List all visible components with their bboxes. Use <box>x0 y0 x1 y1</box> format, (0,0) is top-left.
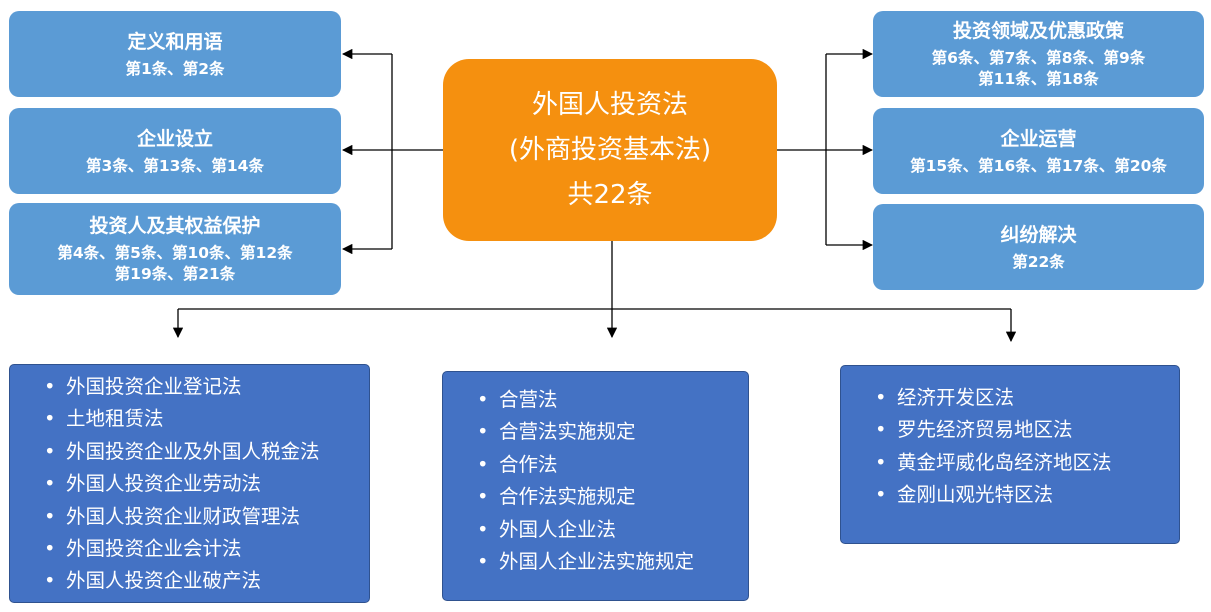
law-name: 黄金坪威化岛经济地区法 <box>897 450 1112 474</box>
bullet-icon: • <box>477 420 489 444</box>
law-name: 外国投资企业及外国人税金法 <box>66 439 320 463</box>
article-box-articles: 第6条、第7条、第8条、第9条 <box>931 49 1146 67</box>
law-name: 外国人投资企业破产法 <box>66 569 262 593</box>
article-box-articles: 第22条 <box>1012 252 1065 271</box>
bullet-icon: • <box>44 375 56 398</box>
law-list: • 经济开发区法 • 罗先经济贸易地区法 • 黄金坪威化岛经济地区法 • 金刚山观光特区… <box>841 382 1179 512</box>
law-name: 外国投资企业会计法 <box>66 537 242 561</box>
article-box-articles: 第15条、第16条、第17条、第20条 <box>910 156 1167 175</box>
law-name: 外国人企业法实施规定 <box>499 550 695 574</box>
article-box-title: 企业设立 <box>136 127 213 150</box>
law-name: 外国人企业法 <box>499 517 617 541</box>
article-box-operation: 企业运营 第15条、第16条、第17条、第20条 <box>873 108 1204 194</box>
article-box-articles: 第11条、第18条 <box>978 70 1099 88</box>
article-box-title: 纠纷解决 <box>1000 223 1077 246</box>
law-name: 金刚山观光特区法 <box>897 483 1054 507</box>
law-name: 外国人投资企业财政管理法 <box>66 504 301 528</box>
center-subtitle: (外商投资基本法) <box>508 134 712 165</box>
law-name: 土地租赁法 <box>66 407 164 431</box>
law-name: 合作法 <box>499 452 558 476</box>
bullet-icon: • <box>44 472 56 496</box>
list-item: • 外国投资企业会计法 <box>10 533 369 565</box>
article-box-title: 投资人及其权益保护 <box>89 215 261 237</box>
law-name: 外国投资企业登记法 <box>66 375 242 398</box>
list-item: • 外国投资企业及外国人税金法 <box>10 436 369 468</box>
bullet-icon: • <box>477 452 489 476</box>
law-name: 罗先经济贸易地区法 <box>897 418 1073 442</box>
law-list-box-special-zones: • 经济开发区法 • 罗先经济贸易地区法 • 黄金坪威化岛经济地区法 • 金刚山观光特区… <box>840 365 1180 544</box>
bullet-icon: • <box>44 407 56 431</box>
article-box-disputes: 纠纷解决 第22条 <box>873 204 1204 290</box>
bullet-icon: • <box>477 485 489 509</box>
law-list: • 外国投资企业登记法 • 土地租赁法 • 外国投资企业及外国人税金法 • 外国人投资企… <box>10 371 369 598</box>
list-item: • 外国人企业法实施规定 <box>443 546 748 578</box>
list-item: • 金刚山观光特区法 <box>841 479 1179 511</box>
law-name: 合营法 <box>499 388 558 411</box>
list-item: • 合营法实施规定 <box>443 416 748 448</box>
list-item: • 合作法实施规定 <box>443 481 748 513</box>
law-name: 经济开发区法 <box>897 386 1015 409</box>
bullet-icon: • <box>477 550 489 574</box>
bullet-icon: • <box>44 537 56 561</box>
law-name: 外国人投资企业劳动法 <box>66 472 262 496</box>
article-box-title: 投资领域及优惠政策 <box>952 20 1124 42</box>
center-title: 外国人投资法 <box>531 89 688 120</box>
article-box-investor-protection: 投资人及其权益保护 第4条、第5条、第10条、第12条 第19条、第21条 <box>9 203 341 295</box>
bullet-icon: • <box>875 418 887 442</box>
law-list-box-foreign-investment: • 外国投资企业登记法 • 土地租赁法 • 外国投资企业及外国人税金法 • 外国人投资企… <box>9 364 370 603</box>
list-item: • 外国人投资企业破产法 <box>10 565 369 597</box>
bullet-icon: • <box>477 388 489 411</box>
bullet-icon: • <box>875 483 887 507</box>
article-box-title: 定义和用语 <box>127 30 223 53</box>
article-box-articles: 第19条、第21条 <box>114 265 236 283</box>
center-article-count: 共22条 <box>567 179 653 210</box>
law-list-box-enterprise-forms: • 合营法 • 合营法实施规定 • 合作法 • 合作法实施规定 • 外国人企业法 • 外国人… <box>442 371 749 601</box>
list-item: • 合营法 <box>443 384 748 416</box>
bullet-icon: • <box>44 439 56 463</box>
list-item: • 外国人投资企业财政管理法 <box>10 501 369 533</box>
article-box-articles: 第3条、第13条、第14条 <box>86 156 264 175</box>
law-list: • 合营法 • 合营法实施规定 • 合作法 • 合作法实施规定 • 外国人企业法 • 外国人… <box>443 384 748 578</box>
list-item: • 合作法 <box>443 449 748 481</box>
list-item: • 外国人企业法 <box>443 514 748 546</box>
list-item: • 外国人投资企业劳动法 <box>10 468 369 500</box>
article-box-investment-fields: 投资领域及优惠政策 第6条、第7条、第8条、第9条 第11条、第18条 <box>873 11 1204 97</box>
article-box-articles: 第1条、第2条 <box>125 59 225 78</box>
list-item: • 黄金坪威化岛经济地区法 <box>841 447 1179 479</box>
bullet-icon: • <box>875 450 887 474</box>
bullet-icon: • <box>875 386 887 409</box>
list-item: • 土地租赁法 <box>10 403 369 435</box>
bullet-icon: • <box>44 504 56 528</box>
list-item: • 经济开发区法 <box>841 382 1179 414</box>
article-box-title: 企业运营 <box>1000 127 1077 150</box>
list-item: • 外国投资企业登记法 <box>10 371 369 403</box>
article-box-definitions: 定义和用语 第1条、第2条 <box>9 11 341 97</box>
article-box-articles: 第4条、第5条、第10条、第12条 <box>57 244 293 262</box>
law-name: 合营法实施规定 <box>499 420 636 444</box>
center-law-box: 外国人投资法 (外商投资基本法) 共22条 <box>443 59 777 241</box>
bullet-icon: • <box>477 517 489 541</box>
list-item: • 罗先经济贸易地区法 <box>841 414 1179 446</box>
article-box-establishment: 企业设立 第3条、第13条、第14条 <box>9 108 341 194</box>
bullet-icon: • <box>44 569 56 593</box>
law-name: 合作法实施规定 <box>499 485 636 509</box>
